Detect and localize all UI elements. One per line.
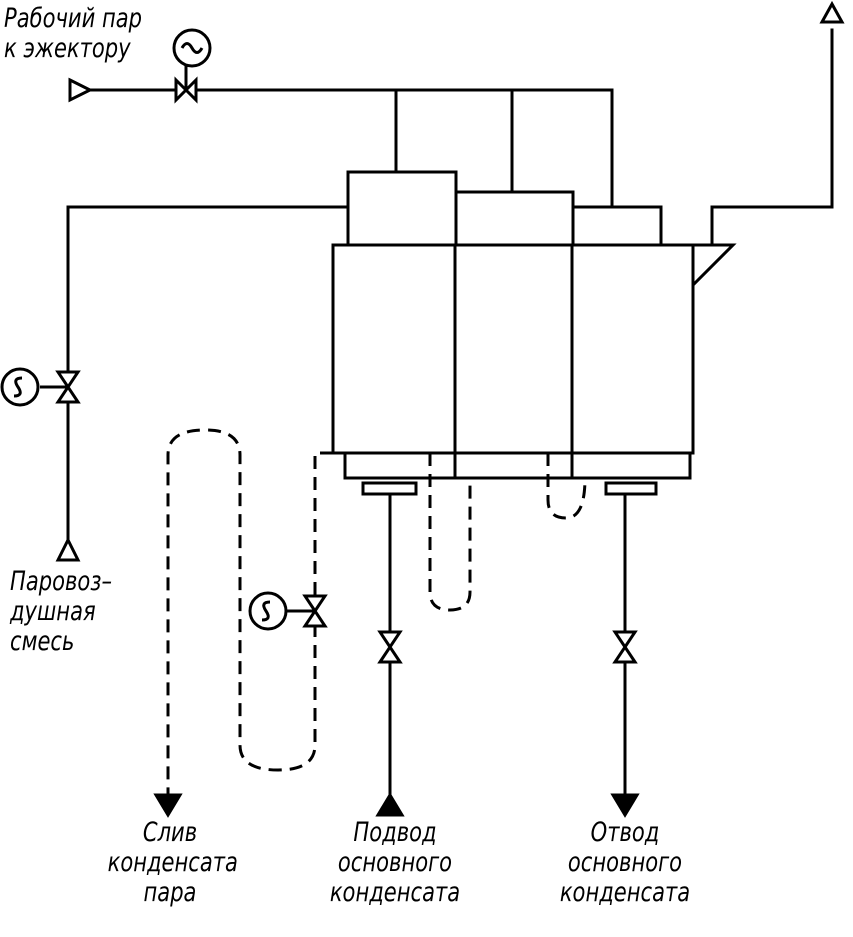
outlet-label-line-2: основного — [567, 847, 683, 878]
steam-header — [88, 88, 614, 209]
exhaust-pipe — [710, 28, 834, 247]
drain-valve-icon — [248, 591, 328, 631]
supply-label: Подвод основного конденсата — [329, 818, 462, 908]
steam-valve-icon — [172, 28, 212, 104]
supply-arrow-icon — [375, 792, 405, 817]
mix-label-line-1: Паровоз– — [10, 566, 113, 597]
outlet-label-line-3: конденсата — [559, 877, 691, 908]
drain-label-line-2: конденсата — [107, 847, 238, 878]
drain-label-line-3: пара — [143, 877, 197, 908]
supply-valve-icon — [377, 630, 403, 664]
ejector-body — [331, 170, 737, 496]
outlet-valve-icon — [612, 630, 638, 664]
mix-label-line-3: смесь — [10, 626, 75, 657]
steam-label-line-2: к эжектору — [4, 33, 131, 64]
mix-inlet-arrow-icon — [55, 536, 81, 562]
mix-label: Паровоз– душная смесь — [10, 567, 112, 657]
outlet-arrow-icon — [610, 793, 640, 818]
supply-label-line-1: Подвод — [353, 817, 437, 848]
steam-inlet-arrow-icon — [68, 77, 94, 103]
mix-label-line-2: душная — [10, 596, 96, 627]
exhaust-arrow-icon — [819, 0, 845, 24]
drain-label-line-1: Слив — [142, 817, 198, 848]
drain-arrow-icon — [153, 793, 183, 818]
outlet-label-line-1: Отвод — [590, 817, 660, 848]
supply-label-line-2: основного — [337, 847, 453, 878]
outlet-label: Отвод основного конденсата — [559, 818, 692, 908]
supply-label-line-3: конденсата — [329, 877, 461, 908]
steam-label: Рабочий пар к эжектору — [4, 4, 142, 64]
steam-air-pipe — [66, 205, 350, 547]
drain-lines — [166, 428, 587, 795]
mix-valve-icon — [0, 367, 81, 407]
steam-label-line-1: Рабочий пар — [4, 3, 143, 34]
drain-label: Слив конденсата пара — [107, 817, 238, 908]
